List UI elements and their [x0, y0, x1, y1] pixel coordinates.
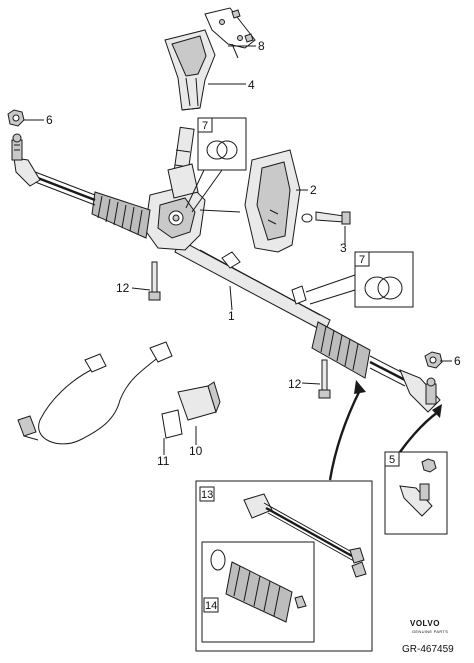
control-module: [161, 381, 221, 439]
inset-box-5: [384, 451, 448, 535]
callout-12-right: 12: [288, 377, 302, 391]
bolt-12-left: [148, 261, 161, 301]
callout-14: 14: [205, 600, 217, 612]
callout-7-upper: 7: [202, 120, 208, 132]
logo-subtext: GENUINE PARTS: [412, 629, 448, 634]
left-bellows-and-tie-rod: [11, 133, 151, 239]
nut-right: [424, 351, 443, 369]
callout-7-right: 7: [359, 254, 365, 266]
logo-text: VOLVO: [410, 619, 440, 628]
callout-6-left: 6: [46, 113, 53, 127]
callout-13: 13: [201, 489, 213, 501]
callout-3: 3: [340, 241, 347, 255]
leader-lines: [24, 45, 452, 455]
mounting-bracket: [204, 7, 256, 59]
right-bellows-and-tie-rod: [311, 321, 441, 413]
callout-8: 8: [258, 39, 265, 53]
inset-box-13-14: [195, 480, 373, 652]
callout-4: 4: [248, 78, 255, 92]
callout-6-right: 6: [454, 354, 461, 368]
callout-10: 10: [189, 444, 203, 458]
callout-labels: 8 4 6 7 2 3 7 12 1 6 12 11 10 5 13 14: [46, 39, 461, 612]
nut-left: [7, 109, 25, 127]
wiring-harness: [17, 341, 173, 445]
callout-11: 11: [157, 454, 170, 468]
callout-arrows: [328, 380, 442, 481]
reference-code: GR-467459: [402, 644, 454, 655]
heat-shield: [244, 149, 301, 253]
volvo-logo: VOLVO GENUINE PARTS: [410, 619, 448, 634]
bolt-12-right: [318, 359, 331, 399]
inset-box-7-right: [305, 251, 414, 308]
bolt-3: [301, 211, 351, 225]
callout-5: 5: [389, 454, 395, 466]
callout-12-left: 12: [116, 281, 130, 295]
rack-housing: [144, 163, 331, 333]
inset-box-7-upper: [185, 117, 247, 213]
callout-1: 1: [228, 309, 235, 323]
callout-2: 2: [310, 183, 317, 197]
